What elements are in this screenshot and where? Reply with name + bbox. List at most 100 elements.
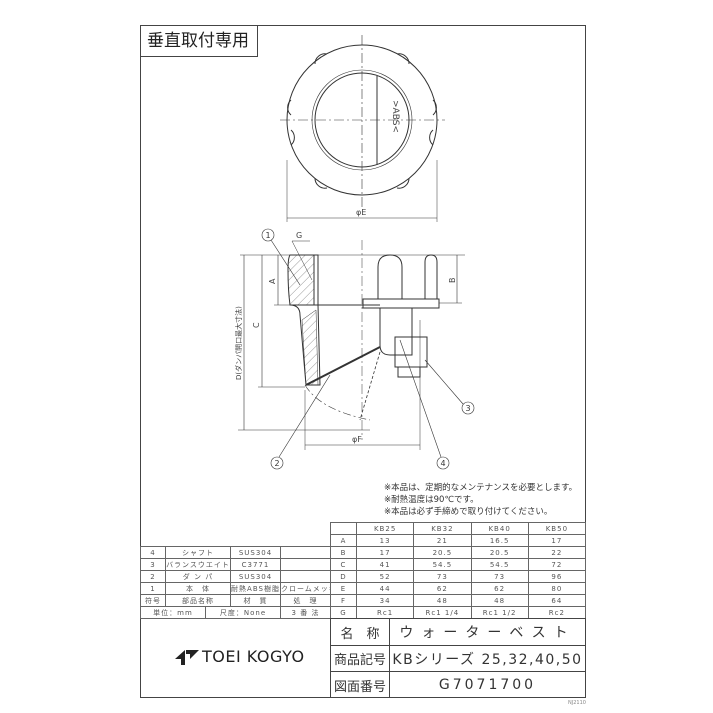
table-header-row: KB25 KB32 KB40 KB50 (330, 522, 587, 535)
table-header-cell: 処 理 (280, 594, 331, 607)
toei-logo-icon (175, 649, 199, 665)
dim-a-label: A (268, 278, 277, 284)
table-cell: SUS304 (230, 546, 281, 559)
parts-row: 1本 体耐熱ABS樹脂クロームメッキ (140, 582, 331, 595)
table-cell: G (330, 606, 357, 619)
units-row: 単位：mm 尺度：None 3 番 法 (140, 606, 331, 619)
side-view: φF A C D(ダンパ開口最大寸法) B G (234, 231, 465, 450)
notes: ※本品は、定期的なメンテナンスを必要とします。 ※耐熱温度は90℃です。 ※本品… (384, 482, 577, 518)
table-cell: 80 (527, 582, 587, 595)
table-cell: 62 (470, 582, 529, 595)
drawing-no-value: G7071700 (438, 677, 537, 693)
part-balloons: 1 2 3 4 (261, 228, 475, 470)
title-block: 名 称 ウォーターベスト 商品記号 KBシリーズ 25,32,40,50 図面番… (330, 618, 586, 698)
table-cell: バランスウエイト (165, 558, 231, 571)
table-cell: シャフト (165, 546, 231, 559)
table-cell: 耐熱ABS樹脂 (230, 582, 281, 595)
title-row-model: 商品記号 KBシリーズ 25,32,40,50 (331, 645, 585, 671)
table-cell (330, 522, 357, 535)
table-cell: ダ ン パ (165, 570, 231, 583)
model-label: 商品記号 (331, 646, 390, 671)
balloon-3 (461, 401, 475, 415)
balloon-4 (436, 456, 450, 470)
model-value: KBシリーズ 25,32,40,50 (392, 651, 583, 668)
balloon-2 (270, 456, 284, 470)
table-cell: Rc1 (355, 606, 415, 619)
table-cell: F (330, 594, 357, 607)
table-cell: 13 (355, 534, 415, 547)
table-cell: E (330, 582, 357, 595)
table-cell: 4 (140, 546, 166, 559)
table-header-cell: 部品名称 (165, 594, 231, 607)
table-cell: 48 (413, 594, 472, 607)
company-logo: TOEI KOGYO (175, 647, 305, 666)
table-cell: 62 (413, 582, 472, 595)
balloon-1 (261, 228, 275, 242)
table-cell: KB25 (355, 522, 415, 535)
dim-d-label: D(ダンパ開口最大寸法) (234, 306, 243, 380)
balloon-4-label: 4 (441, 459, 446, 468)
dim-c-label: C (252, 322, 261, 328)
mounting-label: 垂直取付専用 (140, 25, 258, 57)
scale-cell: 尺度：None (205, 606, 281, 619)
table-cell: 52 (355, 570, 415, 583)
table-cell (280, 558, 331, 571)
title-row-name: 名 称 ウォーターベスト (331, 619, 585, 645)
table-cell: 34 (355, 594, 415, 607)
unit-cell: 単位：mm (140, 606, 206, 619)
table-cell: 16.5 (470, 534, 529, 547)
dim-f-label: φF (352, 435, 362, 444)
table-header-cell: 符号 (140, 594, 166, 607)
dim-e-label: φE (356, 208, 366, 217)
abs-text: >ABS< (390, 100, 400, 133)
table-cell (280, 570, 331, 583)
balloon-1-label: 1 (266, 231, 271, 240)
table-cell: 本 体 (165, 582, 231, 595)
dim-g-label: G (296, 231, 302, 240)
top-view: >ABS< φE (280, 35, 445, 222)
table-cell: 96 (527, 570, 587, 583)
table-cell: 2 (140, 570, 166, 583)
title-row-drawing-no: 図面番号 G7071700 (331, 671, 585, 698)
table-cell: 20.5 (470, 546, 529, 559)
dim-b-label: B (448, 278, 457, 284)
table-cell: 54.5 (470, 558, 529, 571)
table-cell: Rc1 1/2 (470, 606, 529, 619)
note-heat-resistance: ※耐熱温度は90℃です。 (384, 495, 479, 505)
table-cell: 72 (527, 558, 587, 571)
note-maintenance: ※本品は、定期的なメンテナンスを必要とします。 (384, 483, 578, 493)
balloon-3-label: 3 (466, 404, 471, 413)
parts-header-row: 符号部品名称材 質処 理 (140, 594, 331, 607)
grip-notches (287, 53, 437, 189)
table-cell: 22 (527, 546, 587, 559)
table-cell: KB32 (413, 522, 472, 535)
table-cell: KB40 (470, 522, 529, 535)
table-cell: 21 (413, 534, 472, 547)
table-cell: 48 (470, 594, 529, 607)
name-value: ウォーターベスト (399, 625, 576, 641)
projection-cell: 3 番 法 (280, 606, 331, 619)
table-cell: 3 (140, 558, 166, 571)
table-cell: 17 (527, 534, 587, 547)
table-cell (280, 546, 331, 559)
table-cell: 17 (355, 546, 415, 559)
units-table: 単位：mm 尺度：None 3 番 法 (140, 606, 331, 619)
table-cell: C (330, 558, 357, 571)
table-cell: Rc1 1/4 (413, 606, 472, 619)
table-cell: 1 (140, 582, 166, 595)
table-cell: C3771 (230, 558, 281, 571)
table-cell: 41 (355, 558, 415, 571)
table-cell: SUS304 (230, 570, 281, 583)
table-cell: 73 (470, 570, 529, 583)
note-hand-tighten: ※本品は必ず手締めで取り付けてください。 (384, 507, 553, 517)
